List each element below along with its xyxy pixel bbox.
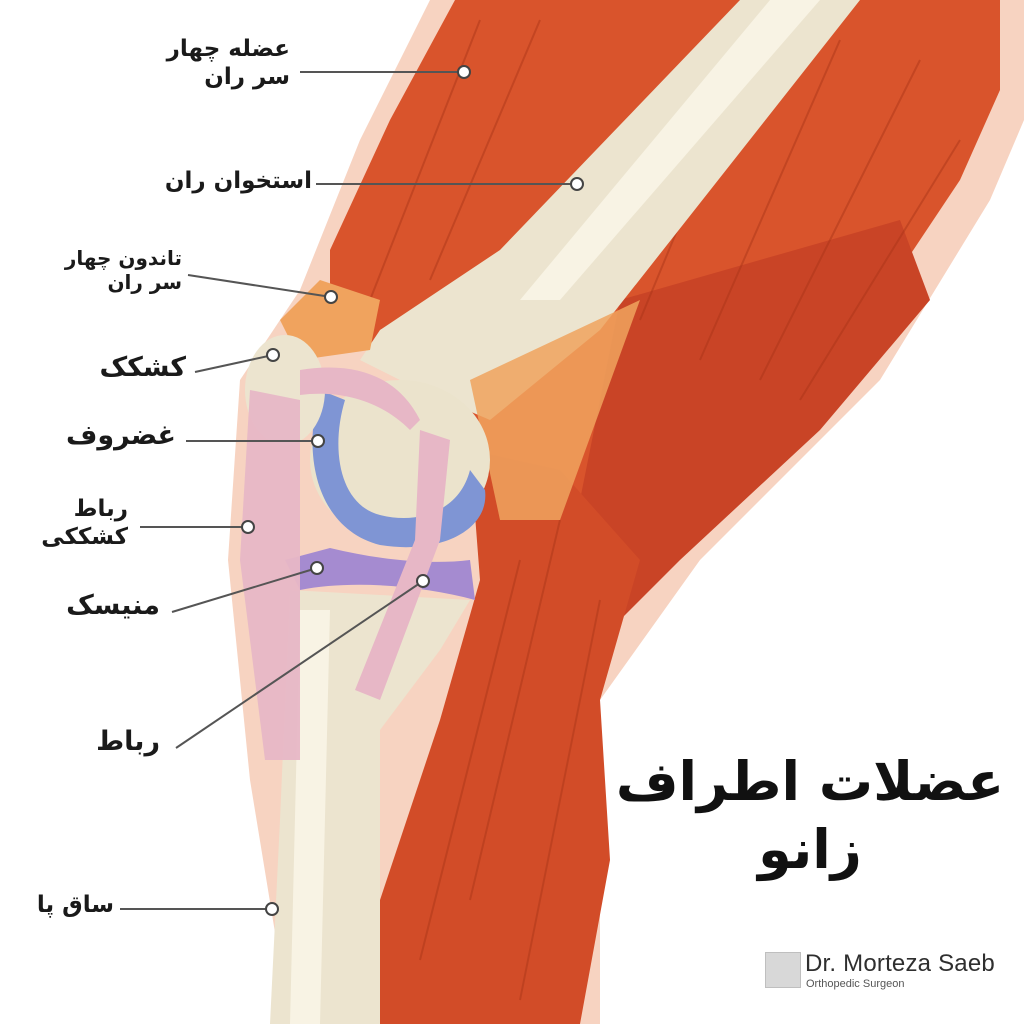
dot-quadriceps <box>457 65 471 79</box>
meniscus-shape <box>285 548 475 600</box>
label-meniscus: منیسک <box>66 590 160 622</box>
diagram-title-line1: عضلات اطراف <box>615 750 1005 813</box>
label-quadriceps-line2: سر ران <box>204 63 290 90</box>
cartilage-shape <box>312 390 486 548</box>
label-quadriceps-tendon: تاندون چهار سر ران <box>65 246 182 294</box>
leader-lines <box>120 71 577 910</box>
label-cartilage: غضروف <box>66 420 176 452</box>
hamstring-muscle <box>560 220 930 640</box>
logo-mark-icon <box>765 952 801 988</box>
quadriceps-tendon <box>280 280 380 360</box>
label-cartilage-line1: غضروف <box>66 420 176 451</box>
label-quad-tendon-line1: تاندون چهار <box>64 246 182 270</box>
brand-logo: Dr. Morteza Saeb Orthopedic Surgeon <box>765 948 1015 994</box>
dot-patellar-ligament <box>241 520 255 534</box>
dot-patella <box>266 348 280 362</box>
label-femur: استخوان ران <box>165 168 312 196</box>
label-quadriceps-line1: عضله چهار <box>166 36 290 62</box>
label-ligament-line1: رباط <box>96 726 160 757</box>
dot-meniscus <box>310 561 324 575</box>
label-patellar-ligament-line2: کشککی <box>41 523 128 550</box>
label-tibia-line1: ساق پا <box>36 892 114 918</box>
label-femur-line1: استخوان ران <box>164 168 312 194</box>
collateral-ligament <box>355 430 450 700</box>
diagram-title: عضلات اطراف زانو <box>610 748 1010 883</box>
dot-cartilage <box>311 434 325 448</box>
label-quadriceps: عضله چهار سر ران <box>167 36 290 91</box>
leader-dots <box>241 65 584 916</box>
diagram-title-line2: زانو <box>758 817 862 881</box>
patellar-ligament <box>240 390 300 760</box>
label-patellar-ligament: رباط کشککی <box>41 496 128 551</box>
label-meniscus-line1: منیسک <box>66 590 160 621</box>
femur-highlight <box>520 0 820 300</box>
label-patella-line1: کشکک <box>99 352 186 383</box>
lateral-tendon <box>470 300 640 520</box>
dot-tibia <box>265 902 279 916</box>
label-quad-tendon-line2: سر ران <box>107 270 182 294</box>
logo-subtitle: Orthopedic Surgeon <box>806 978 905 990</box>
collateral-ligament-upper <box>300 367 420 430</box>
logo-name: Dr. Morteza Saeb <box>805 950 995 977</box>
dot-quad-tendon <box>324 290 338 304</box>
dot-femur <box>570 177 584 191</box>
label-patellar-ligament-line1: رباط <box>73 496 128 522</box>
dot-ligament <box>416 574 430 588</box>
label-patella: کشکک <box>99 352 186 384</box>
label-tibia: ساق پا <box>37 892 114 920</box>
label-ligament: رباط <box>96 726 160 758</box>
calf-muscle <box>360 450 640 1024</box>
